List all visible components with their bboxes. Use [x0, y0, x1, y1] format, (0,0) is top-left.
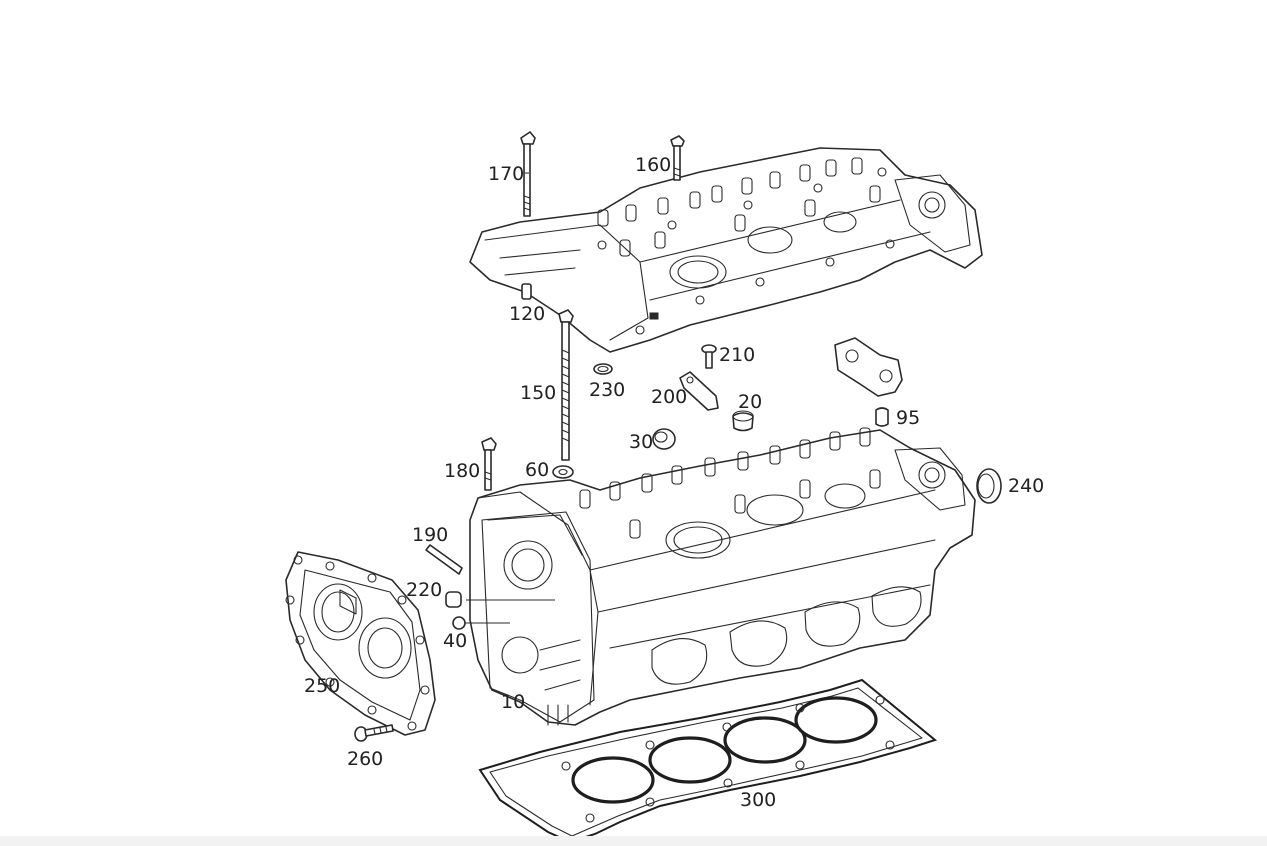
- callout-250: 250: [304, 675, 340, 697]
- callout-200: 200: [651, 386, 687, 408]
- bolt-150: [558, 309, 574, 461]
- bolt-180: [481, 437, 497, 491]
- seal-ring-230: [593, 363, 613, 375]
- bolt-210: [701, 344, 717, 369]
- bolt-260: [354, 724, 394, 742]
- callout-180: 180: [444, 460, 480, 482]
- callout-60: 60: [525, 459, 549, 481]
- dowel-120: [521, 283, 532, 300]
- bracket-200: [679, 371, 719, 411]
- leader-lines: [465, 172, 555, 624]
- sleeve-220: [445, 591, 462, 608]
- callout-240: 240: [1008, 475, 1044, 497]
- callout-20: 20: [738, 391, 762, 413]
- callout-40: 40: [443, 630, 467, 652]
- bracket-unlabeled: [834, 337, 903, 397]
- bolt-170: [520, 131, 536, 217]
- callout-120: 120: [509, 303, 545, 325]
- cylinder-head: [469, 427, 976, 726]
- callout-160: 160: [635, 154, 671, 176]
- callout-95: 95: [896, 407, 920, 429]
- callout-labels: 170 160 120 150 230 210 200 20 95 30 180…: [304, 154, 1044, 811]
- callout-210: 210: [719, 344, 755, 366]
- cover-cap-240: [976, 468, 1002, 504]
- callout-230: 230: [589, 379, 625, 401]
- cylinder-head-gasket: [478, 678, 938, 844]
- callout-300: 300: [740, 789, 776, 811]
- callout-260: 260: [347, 748, 383, 770]
- callout-30: 30: [629, 431, 653, 453]
- sleeve-95: [875, 407, 889, 427]
- callout-170: 170: [488, 163, 524, 185]
- bottom-scroll-band: [0, 836, 1267, 846]
- plug-40: [452, 616, 466, 630]
- washer-60: [552, 465, 574, 479]
- seal-20: [732, 410, 754, 432]
- callout-150: 150: [520, 382, 556, 404]
- plug-30: [652, 428, 676, 450]
- callout-190: 190: [412, 524, 448, 546]
- pin-190: [425, 544, 463, 575]
- callout-10: 10: [501, 691, 525, 713]
- camshaft-carrier-upper: [469, 147, 983, 353]
- timing-case-cover: [285, 551, 436, 736]
- callout-220: 220: [406, 579, 442, 601]
- bolt-160: [670, 135, 685, 181]
